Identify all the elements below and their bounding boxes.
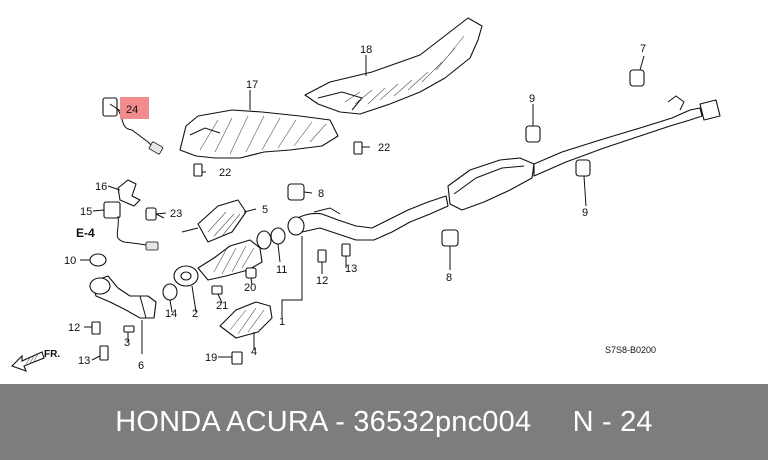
bolt-3: [123, 325, 135, 333]
callout-9-upper: 9: [529, 93, 535, 105]
caption-text: HONDA ACURA - 36532pnc004 N - 24: [115, 405, 653, 438]
leader-lines: [80, 55, 645, 361]
caption-bar: HONDA ACURA - 36532pnc004 N - 24: [0, 384, 768, 460]
bracket-16: [117, 179, 141, 207]
bolt-21: [211, 285, 223, 295]
callout-13-right: 13: [345, 263, 357, 275]
bolt-19: [231, 351, 243, 365]
callout-8-upper: 8: [318, 188, 324, 200]
callout-11: 11: [276, 264, 287, 276]
callout-23: 23: [170, 208, 182, 220]
bolt-22-left: [193, 163, 203, 177]
callout-21: 21: [216, 300, 228, 312]
callout-9-lower: 9: [582, 207, 588, 219]
front-pipe-6: [89, 275, 157, 319]
callout-10: 10: [64, 255, 76, 267]
muffler: [447, 95, 721, 211]
middle-pipe: [287, 195, 449, 263]
rubber-mount-8-upper: [287, 183, 305, 201]
callout-12-right: 12: [316, 275, 328, 287]
callout-15: 15: [80, 206, 92, 218]
callout-7: 7: [640, 43, 646, 55]
callout-3: 3: [124, 337, 130, 349]
highlight-box: [120, 97, 149, 119]
bolt-13-right: [341, 243, 351, 257]
callout-4: 4: [251, 346, 257, 358]
diagram-canvas: 24 17 18 7 9 22 22 16 15 23 5 8 E-4 10 1…: [10, 17, 721, 372]
front-direction-indicator: FR.: [10, 349, 60, 372]
fr-label: FR.: [44, 349, 60, 360]
callout-labels: 24 17 18 7 9 22 22 16 15 23 5 8 E-4 10 1…: [64, 43, 646, 372]
rubber-mount-9-lower: [575, 159, 591, 177]
callout-14: 14: [165, 308, 177, 320]
gasket-14: [162, 283, 178, 301]
nut-20: [245, 267, 257, 279]
callout-e4: E-4: [76, 226, 95, 240]
gasket-10: [89, 253, 107, 267]
callout-20: 20: [244, 282, 256, 294]
heat-shield-4: [219, 301, 273, 339]
bolt-12-left: [91, 321, 101, 335]
oxygen-sensor-15: [103, 201, 159, 251]
callout-24: 24: [126, 104, 138, 116]
heat-shield-17: [179, 109, 339, 159]
callout-22-right: 22: [378, 142, 390, 154]
rubber-mount-8-lower: [441, 229, 459, 247]
rubber-mount-7: [629, 69, 645, 87]
bolt-13-left: [99, 345, 109, 361]
callout-17: 17: [246, 79, 258, 91]
callout-13-left: 13: [78, 355, 90, 367]
callout-22-left: 22: [219, 167, 231, 179]
callout-5: 5: [262, 204, 268, 216]
callout-18: 18: [360, 44, 372, 56]
flange-2: [173, 265, 199, 287]
callout-6: 6: [138, 360, 144, 372]
callout-1: 1: [279, 316, 285, 328]
bolt-22-right: [353, 141, 363, 155]
callout-8-lower: 8: [446, 272, 452, 284]
callout-16: 16: [95, 181, 107, 193]
catalytic-converter-5: [181, 199, 247, 243]
callout-2: 2: [192, 308, 198, 320]
oxygen-sensor-24: [102, 97, 164, 155]
callout-19: 19: [205, 352, 217, 364]
gasket-11: [270, 227, 286, 245]
heat-shield-18: [304, 17, 483, 115]
rubber-mount-9-upper: [525, 125, 541, 143]
exhaust-parts-diagram: 24 17 18 7 9 22 22 16 15 23 5 8 E-4 10 1…: [10, 17, 721, 372]
bolt-23: [145, 207, 165, 221]
diagram-code: S7S8-B0200: [605, 345, 656, 355]
callout-12-left: 12: [68, 322, 80, 334]
